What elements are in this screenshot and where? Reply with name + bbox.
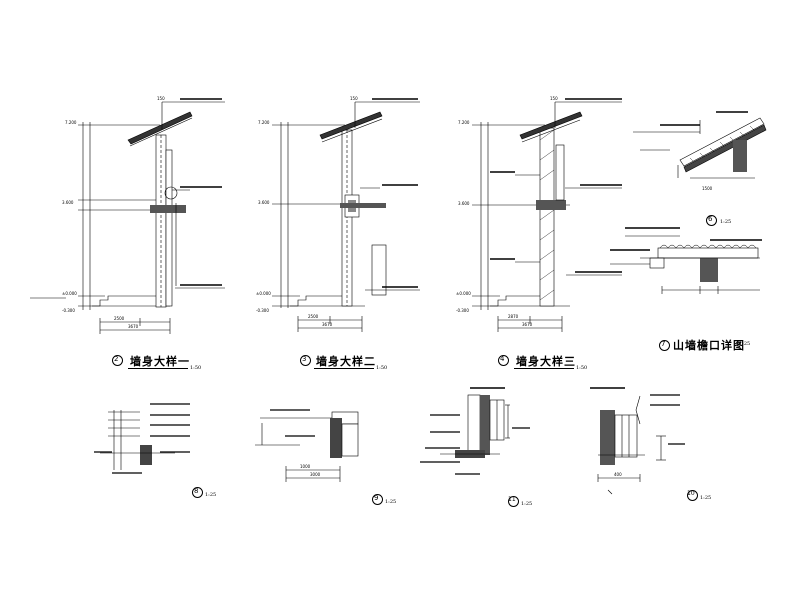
detail-title: 墙身大样二	[316, 355, 376, 368]
eave-detail-6: 1500	[633, 111, 767, 191]
detail-marker	[300, 355, 311, 366]
level-label: ±0.000	[256, 291, 271, 296]
dim-label: 2500	[114, 316, 125, 321]
detail-scale: 1:25	[720, 219, 732, 225]
detail-8	[94, 403, 190, 474]
level-label: 7.200	[258, 120, 270, 125]
dim-label: 1000	[300, 464, 311, 469]
detail-title: 山墙檐口详图	[673, 339, 745, 352]
title-underline	[514, 368, 574, 369]
level-label: 3.600	[62, 200, 74, 205]
detail-scale: 1:25	[521, 501, 533, 507]
dim-label: 1500	[702, 186, 713, 191]
detail-marker	[659, 340, 670, 351]
detail-number: 9	[374, 494, 379, 502]
level-label: 7.200	[458, 120, 470, 125]
level-label: 3.600	[458, 201, 470, 206]
detail-marker	[498, 355, 509, 366]
level-label: -0.300	[62, 308, 75, 313]
title-underline	[314, 368, 374, 369]
dim-label: 3000	[310, 472, 321, 477]
detail-number: 4	[500, 355, 505, 363]
detail-marker	[706, 215, 717, 226]
wall-section-detail-1: 7.200 3.600 ±0.000 -0.300 2500 3670 150	[30, 96, 225, 334]
dim-label: 2870	[508, 314, 519, 319]
detail-scale: 1:25	[700, 495, 712, 501]
level-label: 7.200	[65, 120, 77, 125]
dim-label: 400	[614, 472, 622, 477]
detail-11	[420, 387, 530, 475]
detail-title: 墙身大样三	[516, 355, 576, 368]
dim-label: 3670	[322, 322, 333, 327]
dim-label: 3670	[522, 322, 533, 327]
detail-scale: 1:50	[576, 365, 588, 371]
detail-number: 11	[508, 496, 516, 503]
dim-label: 150	[350, 96, 358, 101]
detail-number: 6	[708, 215, 713, 223]
gable-eave-detail	[610, 227, 762, 294]
detail-number: 7	[661, 340, 666, 348]
detail-title: 墙身大样一	[130, 355, 190, 368]
detail-number: 3	[302, 355, 307, 363]
detail-number: 10	[687, 490, 695, 497]
level-label: 3.600	[258, 200, 270, 205]
detail-number: 8	[194, 487, 199, 495]
detail-scale: 1:25	[739, 341, 751, 347]
dim-label: 150	[157, 96, 165, 101]
level-label: -0.300	[256, 308, 269, 313]
level-label: ±0.000	[456, 291, 471, 296]
wall-section-detail-2: 7.200 3.600 ±0.000 -0.300 2500 3670 150	[256, 96, 420, 332]
detail-10: 400	[590, 387, 685, 495]
detail-9: 1000 3000	[255, 409, 359, 482]
level-label: ±0.000	[62, 291, 77, 296]
detail-scale: 1:25	[205, 492, 217, 498]
detail-marker	[112, 355, 123, 366]
level-label: -0.300	[456, 308, 469, 313]
detail-scale: 1:50	[376, 365, 388, 371]
detail-scale: 1:25	[385, 499, 397, 505]
detail-marker	[372, 494, 383, 505]
detail-marker	[508, 496, 519, 507]
detail-marker	[687, 490, 698, 501]
dim-label: 3670	[128, 324, 139, 329]
detail-scale: 1:50	[190, 365, 202, 371]
wall-section-detail-3: 7.200 3.600 ±0.000 -0.300 2870 3670 150	[456, 96, 622, 332]
detail-marker	[192, 487, 203, 498]
title-underline	[128, 368, 188, 369]
detail-number: 2	[114, 355, 119, 363]
dim-label: 2500	[308, 314, 319, 319]
dim-label: 150	[550, 96, 558, 101]
